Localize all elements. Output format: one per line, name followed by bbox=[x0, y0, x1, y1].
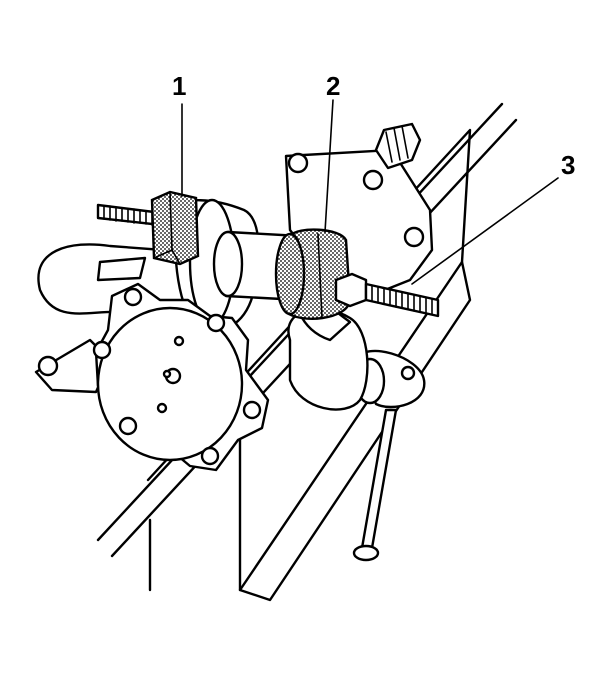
forcing-screw bbox=[334, 272, 440, 318]
leader-line-2 bbox=[324, 99, 334, 233]
hex-nut bbox=[150, 190, 200, 266]
callout-1: 1 bbox=[172, 71, 187, 101]
splined-shaft bbox=[374, 122, 422, 170]
callout-3: 3 bbox=[561, 150, 576, 180]
front-flange-plate bbox=[92, 282, 270, 472]
leader-line-3 bbox=[411, 177, 559, 285]
callout-2: 2 bbox=[326, 71, 341, 101]
vise-handle bbox=[352, 349, 426, 562]
leader-lines bbox=[181, 99, 559, 285]
adapter-cup bbox=[274, 228, 352, 320]
